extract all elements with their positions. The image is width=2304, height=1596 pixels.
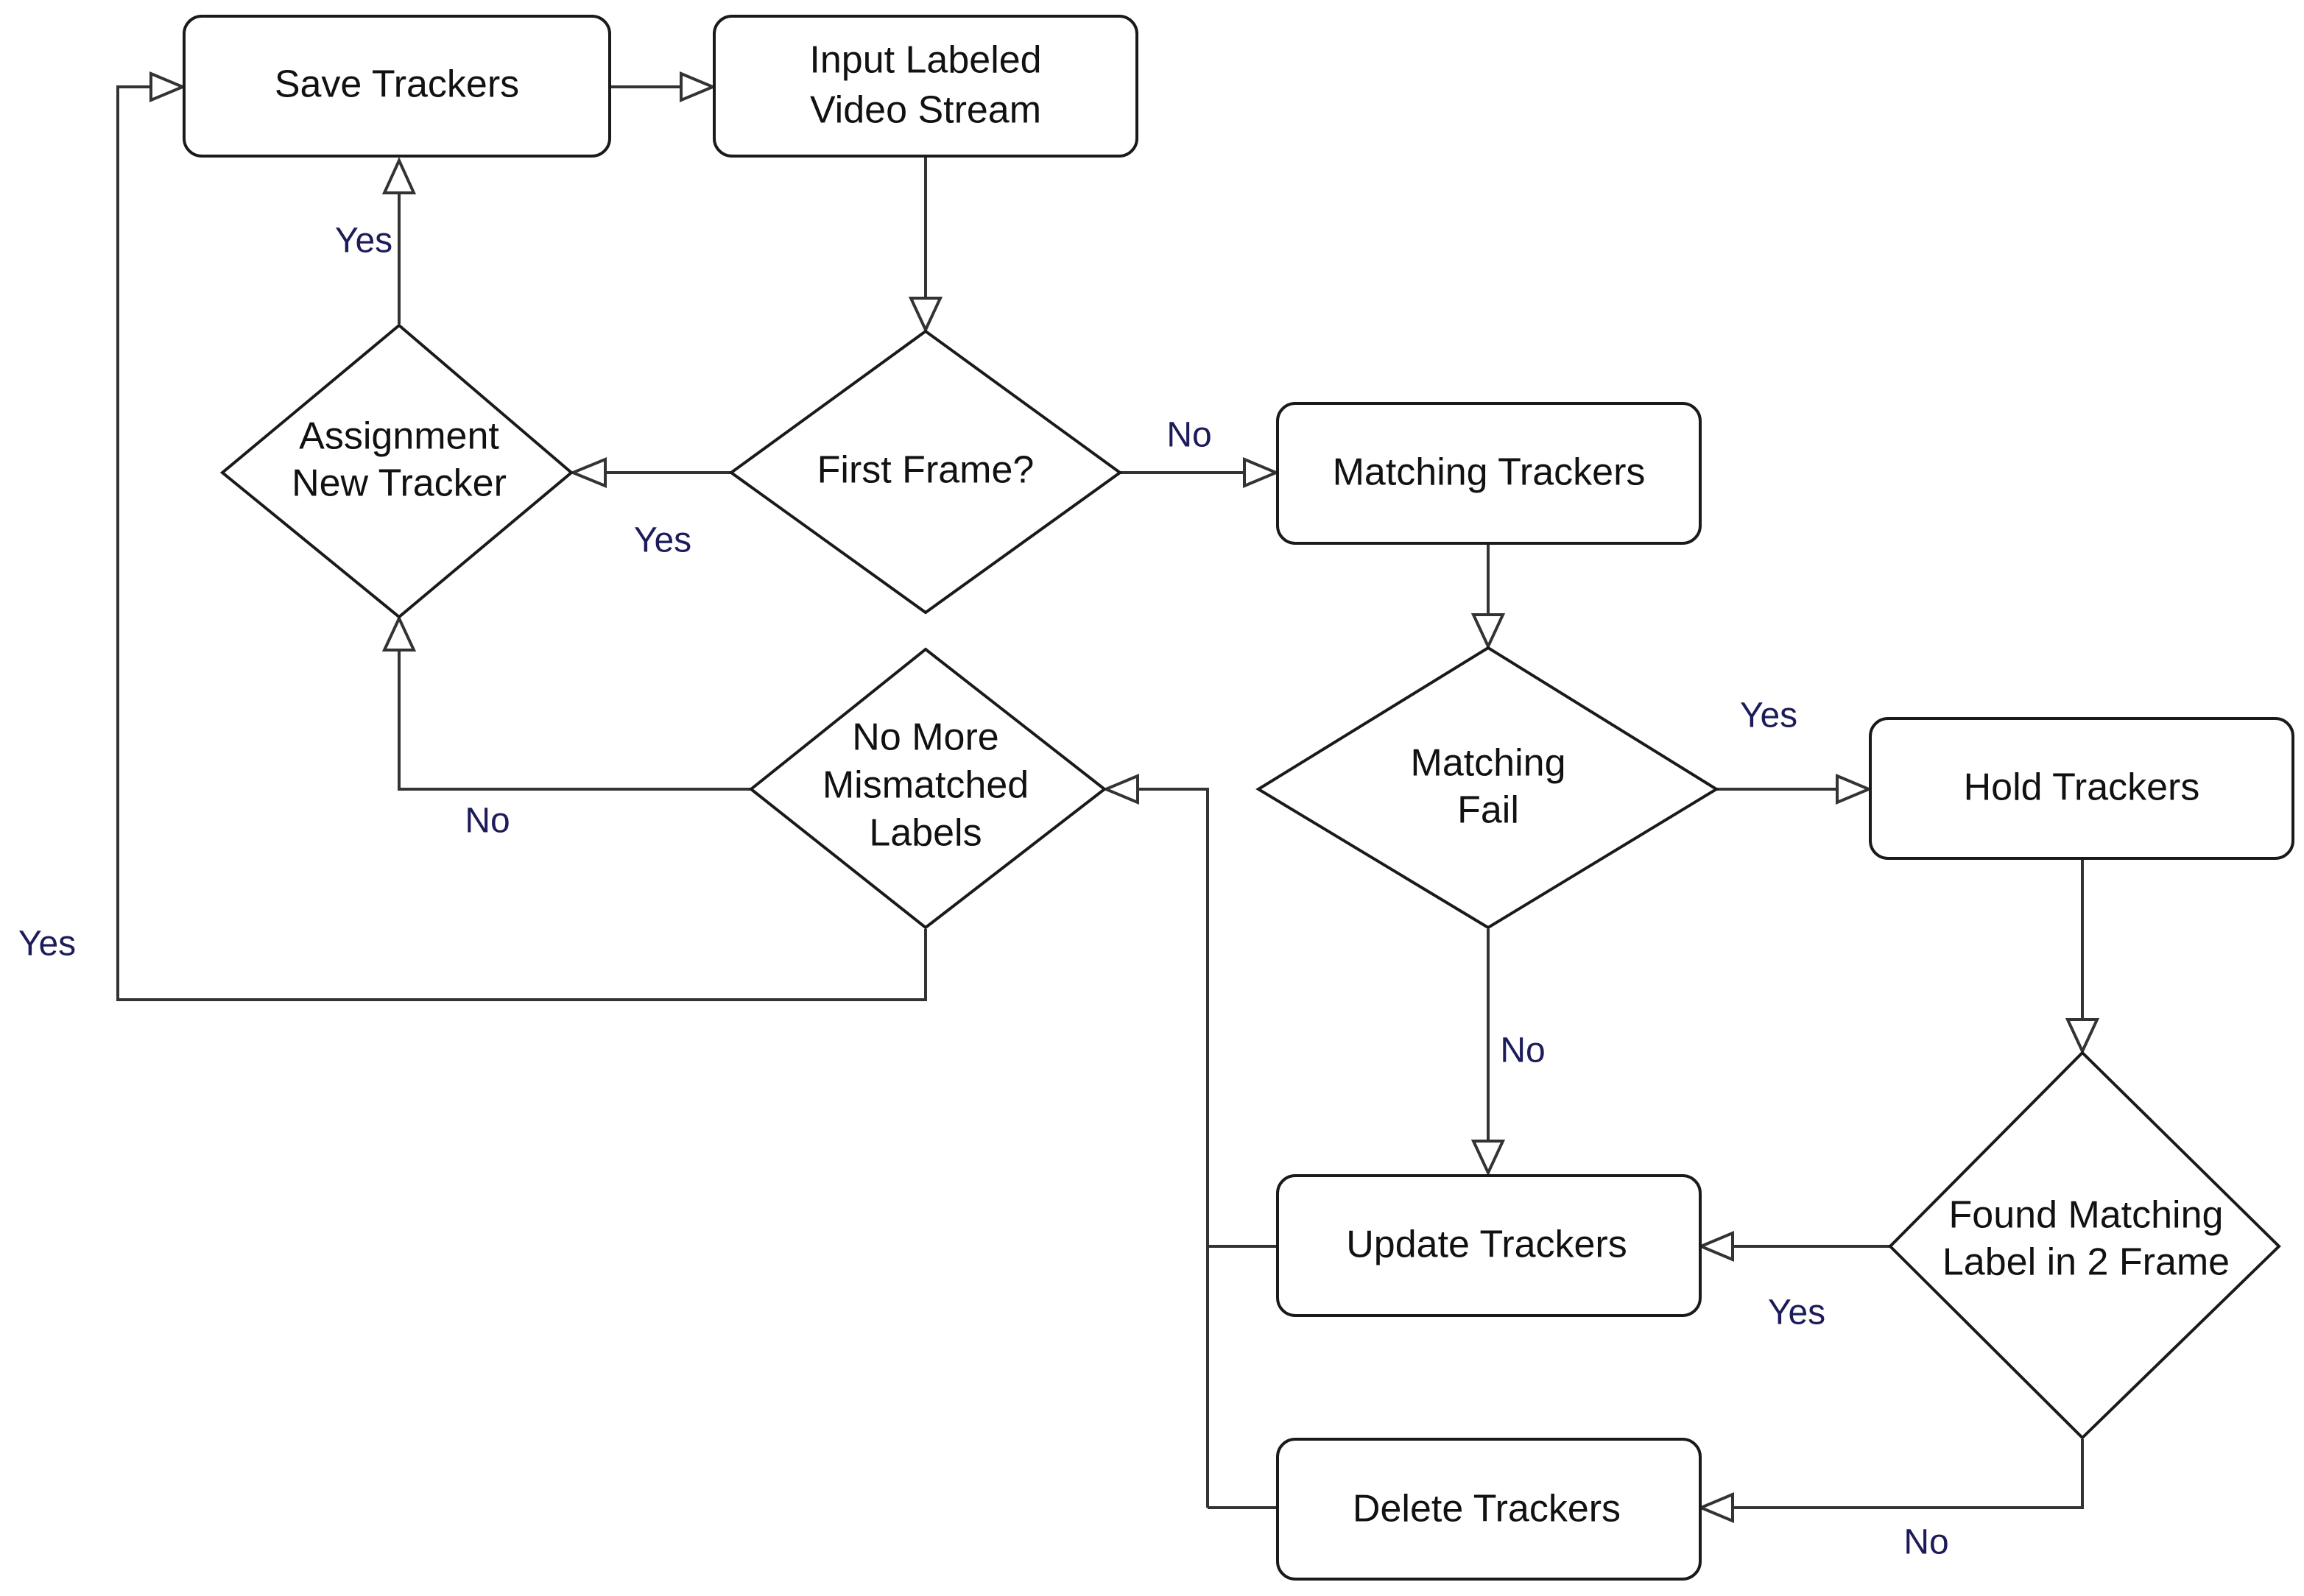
found-matching-node: Found Matching Label in 2 Frame [1888,1051,2281,1440]
edge-no-more-to-assignment [398,650,751,791]
edge-labels: Yes No Yes Yes No Yes No Yes No [18,222,1949,1562]
matching-trackers-node: Matching Trackers [1276,402,1702,545]
update-trackers-node: Update Trackers [1276,1174,1702,1317]
found-matching-label-line1: Found Matching [1949,1194,2224,1237]
arrow-head-save-from-assignment [381,157,417,194]
label-found-yes: Yes [1768,1293,1825,1332]
no-more-label-line1: No More [852,716,998,759]
arrow-head-hold [1836,773,1873,805]
save-trackers-box [183,15,611,158]
arrow-head-matching [1243,456,1280,489]
label-matching-fail-no: No [1500,1031,1545,1070]
first-frame-label: First Frame? [817,449,1035,492]
arrow-head-input [680,71,717,103]
no-more-diamond [748,647,1107,930]
save-trackers-label: Save Trackers [275,63,519,106]
matching-fail-diamond [1255,646,1719,930]
label-no-more-no: No [465,802,510,841]
arrow-head-assignment [568,457,607,488]
arrow-head-save-from-no-more [149,71,187,103]
no-more-mismatched-node: No More Mismatched Labels [748,647,1107,930]
arrow-head-no-more [1102,773,1139,805]
found-matching-label-line2: Label in 2 Frame [1942,1241,2230,1284]
edge-found-to-delete [1733,1439,2084,1509]
matching-fail-label-line2: Fail [1457,789,1519,832]
edges [116,71,2100,1524]
found-matching-diamond [1888,1051,2281,1440]
label-no-more-yes: Yes [18,925,76,964]
edge-no-more-to-save [116,85,927,1001]
first-frame-diamond [728,329,1123,615]
input-video-label-line2: Video Stream [810,89,1041,132]
arrow-head-found [2065,1018,2100,1055]
edge-update-delete-to-no-more [1138,788,1276,1248]
assignment-label-line2: New Tracker [292,462,507,505]
delete-trackers-label: Delete Trackers [1353,1488,1621,1530]
hold-trackers-box [1869,717,2294,860]
arrow-head-assignment-from-no-more [381,615,417,652]
label-found-no: No [1903,1523,1948,1562]
arrow-head-first-frame [908,297,943,333]
assignment-node: Assignment New Tracker [219,323,574,619]
arrow-head-update-from-fail [1470,1140,1506,1176]
assignment-diamond [219,323,574,619]
input-video-node: Input Labeled Video Stream [713,15,1138,158]
save-trackers-node: Save Trackers [183,15,611,158]
matching-trackers-box [1276,402,1702,545]
label-matching-fail-yes: Yes [1740,696,1797,735]
arrow-head-update-from-found [1697,1230,1734,1263]
matching-fail-node: Matching Fail [1255,646,1719,930]
no-more-label-line3: Labels [869,812,982,855]
matching-trackers-label: Matching Trackers [1333,451,1646,494]
update-trackers-label: Update Trackers [1346,1224,1627,1266]
delete-trackers-box [1276,1438,1702,1581]
arrow-head-matching-fail [1470,613,1506,650]
label-assignment-yes: Yes [335,222,392,261]
hold-trackers-node: Hold Trackers [1869,717,2294,860]
assignment-label-line1: Assignment [299,415,499,458]
label-first-frame-no: No [1166,416,1211,455]
matching-fail-label-line1: Matching [1411,742,1566,785]
first-frame-node: First Frame? [728,329,1123,615]
input-video-box [713,15,1138,158]
arrow-head-delete [1697,1491,1734,1524]
input-video-label-line1: Input Labeled [809,39,1041,82]
update-trackers-box [1276,1174,1702,1317]
delete-trackers-node: Delete Trackers [1276,1438,1702,1581]
no-more-label-line2: Mismatched [822,764,1029,807]
hold-trackers-label: Hold Trackers [1964,766,2200,809]
label-first-frame-yes: Yes [634,521,691,560]
